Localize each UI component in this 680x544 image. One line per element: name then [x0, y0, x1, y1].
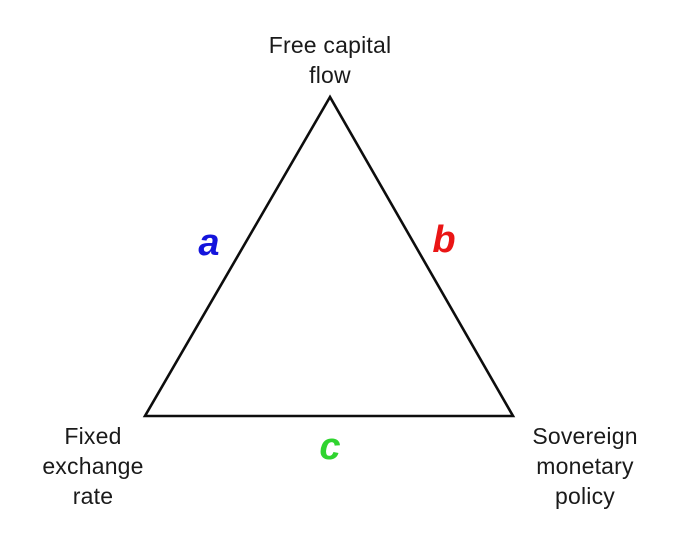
vertex-label-fixed-exchange-rate: Fixed exchange rate	[42, 423, 144, 509]
triangle-shape	[142, 94, 516, 418]
edge-label-b: b	[432, 219, 456, 261]
vertex-label-free-capital-flow: Free capital flow	[268, 32, 392, 88]
edge-label-a: a	[198, 222, 220, 264]
edge-label-c: c	[319, 426, 341, 468]
vertex-label-sovereign-monetary-policy: Sovereign monetary policy	[532, 423, 638, 509]
